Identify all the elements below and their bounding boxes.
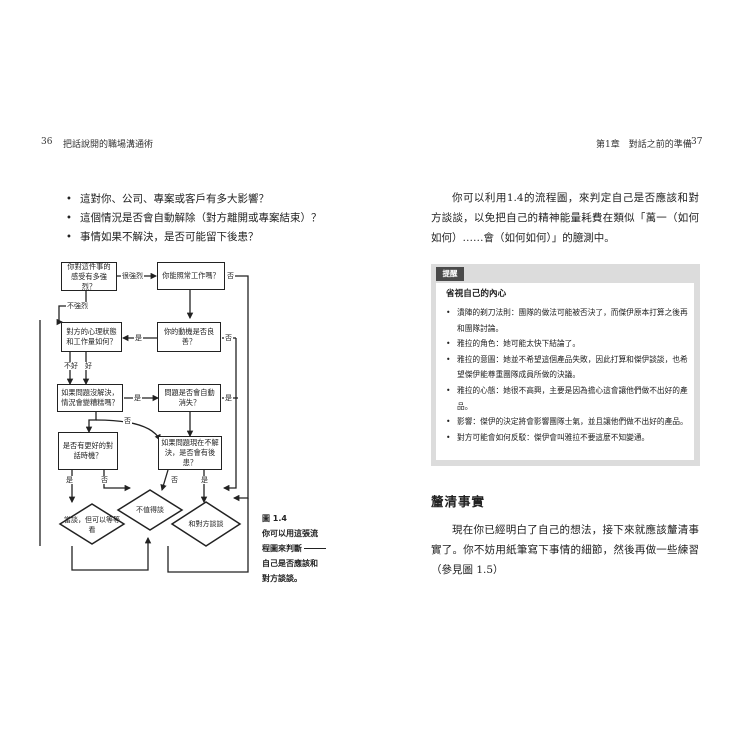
edge-label-yes: 是 <box>224 394 233 402</box>
flow-outcome-not-worth: 不值得談 <box>136 506 164 514</box>
flow-question-work: 你能照常工作嗎？ <box>157 262 225 290</box>
figure-number: 圖 1.4 <box>262 514 287 523</box>
list-item: 雅拉的角色：她可能太快下結論了。 <box>446 336 692 352</box>
tip-title: 省視自己的內心 <box>446 289 507 299</box>
intro-paragraph: 你可以利用1.4的流程圖，來判定自己是否應該和對方談談，以免把自己的精神能量耗費… <box>431 192 699 244</box>
edge-label-no: 否 <box>170 476 179 484</box>
flow-question-motive: 你的動機是否良善？ <box>157 322 221 352</box>
figure-caption: 圖 1.4 你可以用這張流 程圖來判斷 自己是否應該和 對方談談。 <box>262 511 326 586</box>
edge-label-yes: 是 <box>200 476 209 484</box>
left-running-title: 把話說開的職場溝通術 <box>63 140 154 150</box>
list-item: 事情如果不解決，是否可能留下後患？ <box>66 228 322 247</box>
left-page-number: 36 <box>41 137 53 147</box>
right-running-title: 第1章 對話之前的準備 <box>596 140 692 150</box>
list-item: 這個情況是否會自動解除（對方離開或專案結束）？ <box>66 209 322 228</box>
question-list: 這對你、公司、專案或客戶有多大影響？ 這個情況是否會自動解除（對方離開或專案結束… <box>66 190 322 247</box>
list-item: 對方可能會如何反駁：傑伊會叫雅拉不要這麼不知變通。 <box>446 430 692 446</box>
flow-question-consequence: 如果問題現在不解決，是否會有後患？ <box>158 436 222 470</box>
list-item: 這對你、公司、專案或客戶有多大影響？ <box>66 190 322 209</box>
edge-label-yes: 是 <box>133 394 142 402</box>
flow-question-timing: 是否有更好的對話時機？ <box>58 432 118 470</box>
flow-question-worse: 如果問題沒解決，情況會變糟糕嗎？ <box>57 384 123 412</box>
section-heading: 釐清事實 <box>431 494 486 509</box>
edge-label-very-strong: 很強烈 <box>121 272 144 280</box>
caption-line: 對方談談。 <box>262 574 302 583</box>
flow-outcome-wait: 當談，但可以等等看 <box>64 516 120 534</box>
edge-label-no: 否 <box>100 476 109 484</box>
list-item: 影響：傑伊的決定將會影響團隊士氣，並且讓他們做不出好的產品。 <box>446 414 692 430</box>
edge-label-no: 否 <box>123 417 132 425</box>
edge-label-yes: 是 <box>134 334 143 342</box>
list-item: 雅拉的意圖：她並不希望這個產品失敗，因此打算和傑伊談談，也希望傑伊能尊重團隊成員… <box>446 352 692 383</box>
list-item: 潰陣的剃刀法則：團隊的做法可能被否決了，而傑伊原本打算之後再和團隊討論。 <box>446 305 692 336</box>
caption-line: 自己是否應該和 <box>262 559 318 568</box>
tip-tab: 提醒 <box>436 267 464 281</box>
tip-list: 潰陣的剃刀法則：團隊的做法可能被否決了，而傑伊原本打算之後再和團隊討論。 雅拉的… <box>446 305 692 445</box>
edge-label-no: 否 <box>226 272 235 280</box>
edge-label-not-strong: 不強烈 <box>66 302 89 310</box>
right-page-number: 37 <box>691 137 703 147</box>
caption-line: 你可以用這張流 <box>262 529 318 538</box>
caption-line: 程圖來判斷 <box>262 541 326 556</box>
flow-question-feeling: 你對這件事的感受有多強烈？ <box>61 262 117 291</box>
edge-label-bad: 不好 <box>63 362 79 370</box>
flow-question-state: 對方的心理狀態和工作量如何？ <box>61 322 122 352</box>
flow-question-disappear: 問題是否會自動消失？ <box>158 384 221 412</box>
list-item: 雅拉的心態：她很不高興，主要是因為擔心這會讓他們做不出好的產品。 <box>446 383 692 414</box>
edge-label-good: 好 <box>84 362 93 370</box>
edge-label-no: 否 <box>224 334 233 342</box>
body-paragraph: 現在你已經明白了自己的想法，接下來就應該釐清事實了。你不妨用紙筆寫下事情的細節，… <box>431 524 699 576</box>
edge-label-yes: 是 <box>65 476 74 484</box>
flow-outcome-talk: 和對方談談 <box>188 520 224 528</box>
